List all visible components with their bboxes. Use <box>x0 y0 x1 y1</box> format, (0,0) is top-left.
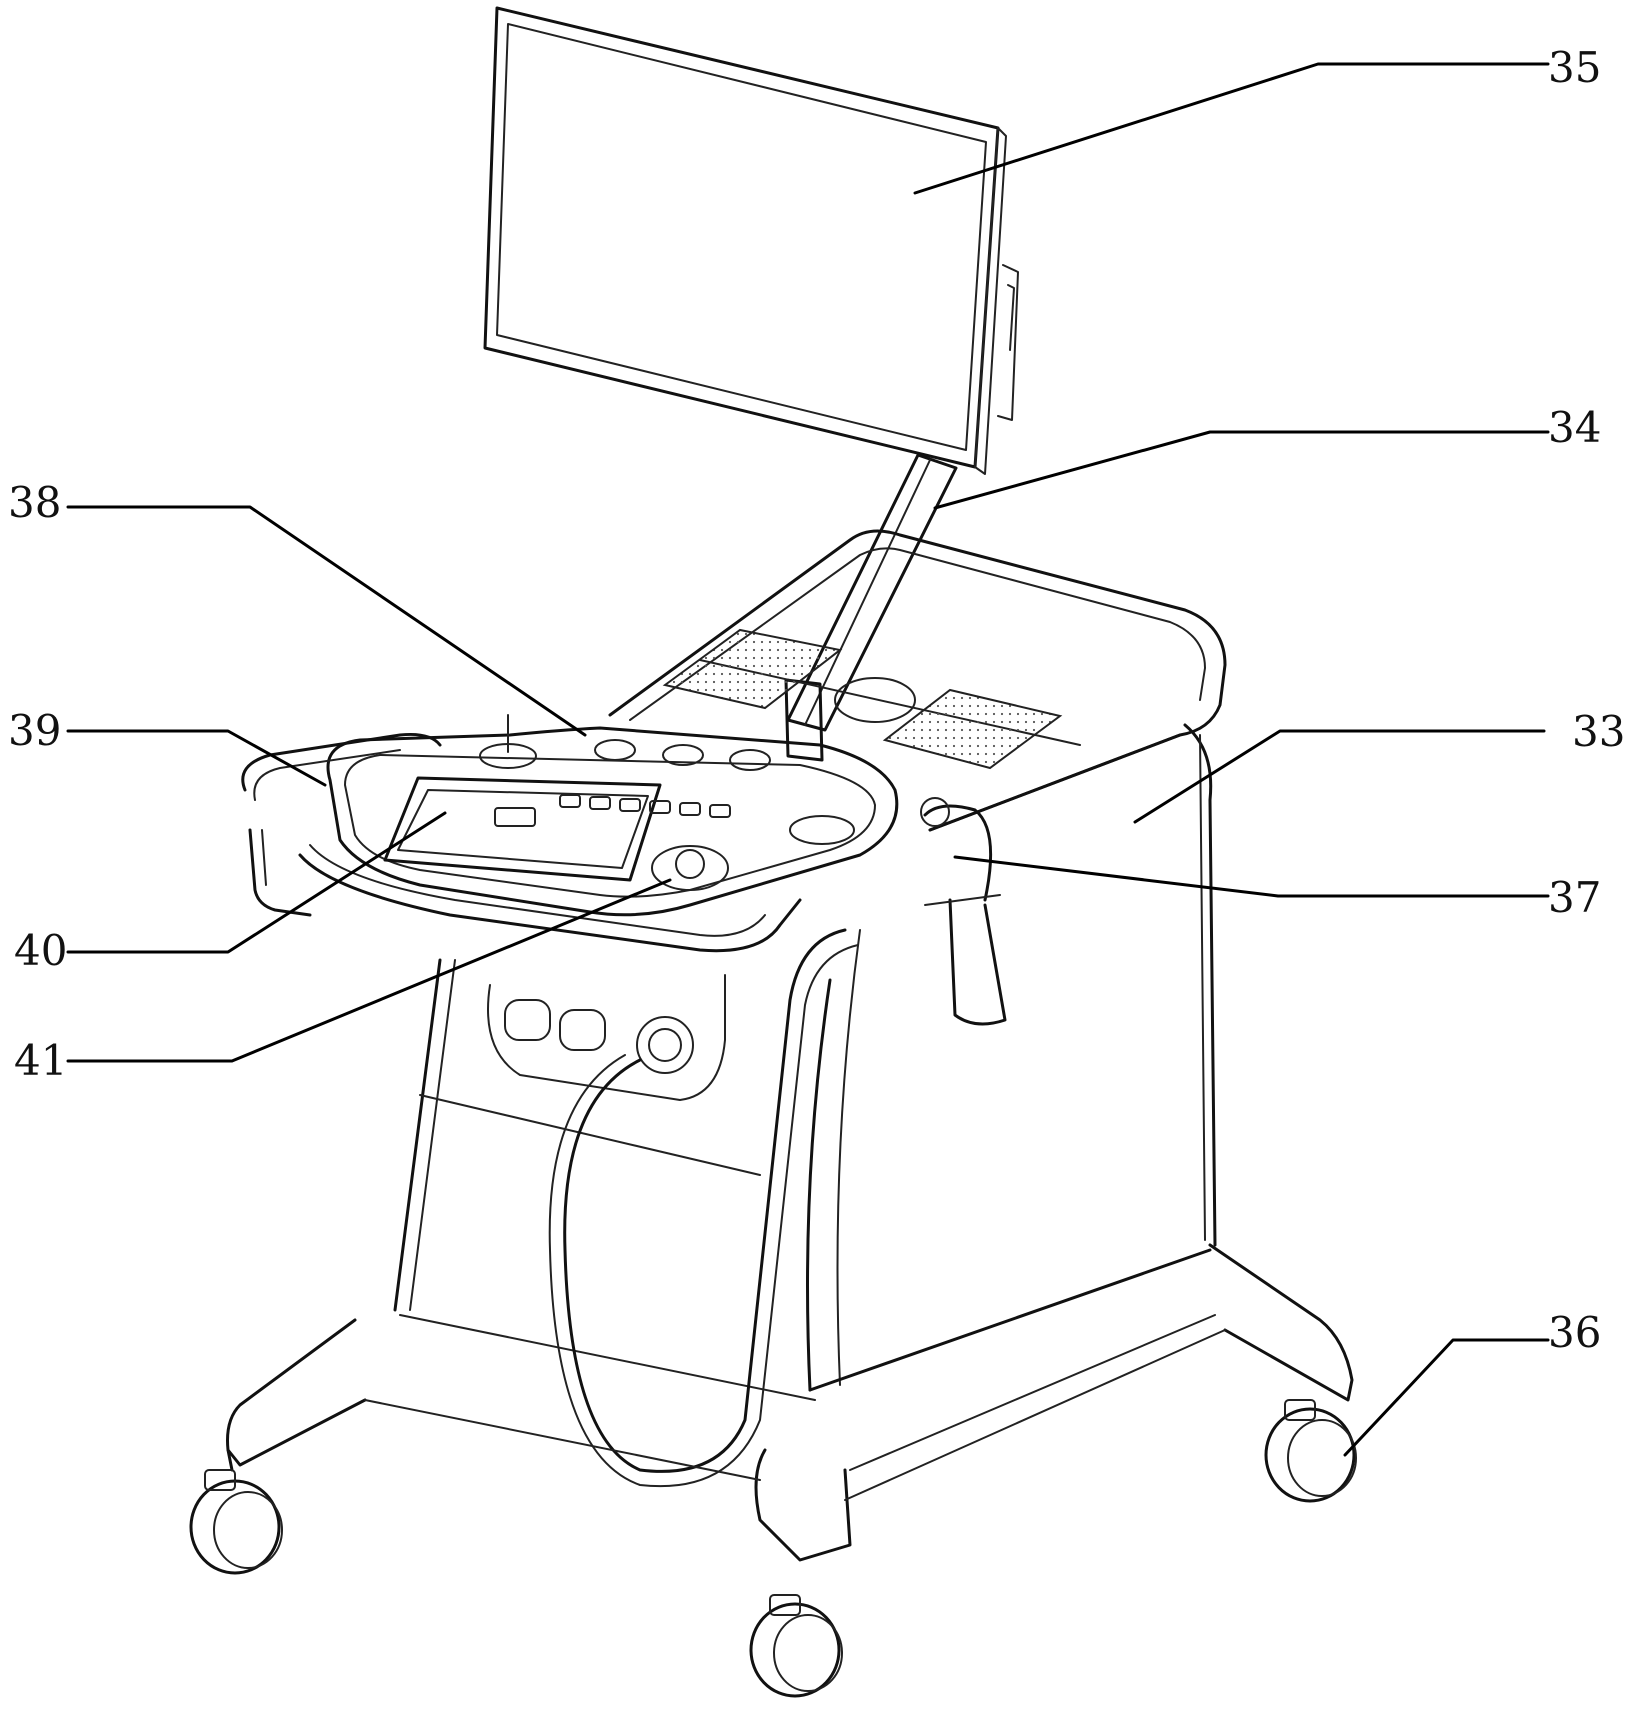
display-support-arm <box>784 453 958 762</box>
callout-34: 34 <box>1548 403 1601 452</box>
leader-39 <box>66 729 327 787</box>
leader-40 <box>66 811 447 954</box>
probe-holder <box>920 797 1007 1026</box>
callout-39: 39 <box>8 706 61 755</box>
callout-40: 40 <box>14 926 67 975</box>
callout-33: 33 <box>1572 707 1625 756</box>
callout-labels: 35 34 38 39 33 37 40 41 36 <box>8 43 1625 1357</box>
touch-screen <box>383 776 662 882</box>
leader-37 <box>953 855 1550 898</box>
callout-41: 41 <box>14 1036 67 1085</box>
cabinet-top <box>608 529 1227 832</box>
callout-35: 35 <box>1548 43 1601 92</box>
leader-41 <box>66 878 672 1063</box>
control-panel <box>298 726 899 953</box>
callout-38: 38 <box>8 478 61 527</box>
leader-36 <box>1343 1338 1550 1457</box>
control-panel-knobs <box>479 714 855 845</box>
leader-35 <box>913 62 1550 195</box>
main-cabinet <box>393 723 1217 1401</box>
caster-wheel <box>189 1399 1357 1698</box>
leader-33 <box>1133 729 1546 824</box>
trackball <box>651 845 729 891</box>
display-screen <box>483 6 1019 475</box>
leader-34 <box>933 430 1550 510</box>
callout-37: 37 <box>1548 873 1601 922</box>
callout-36: 36 <box>1548 1308 1601 1357</box>
base-frame <box>226 1243 1354 1562</box>
probe-cable <box>548 928 859 1488</box>
side-tray <box>241 733 442 917</box>
leader-38 <box>66 505 587 737</box>
probe-ports <box>487 974 726 1101</box>
leader-lines <box>66 62 1550 1457</box>
